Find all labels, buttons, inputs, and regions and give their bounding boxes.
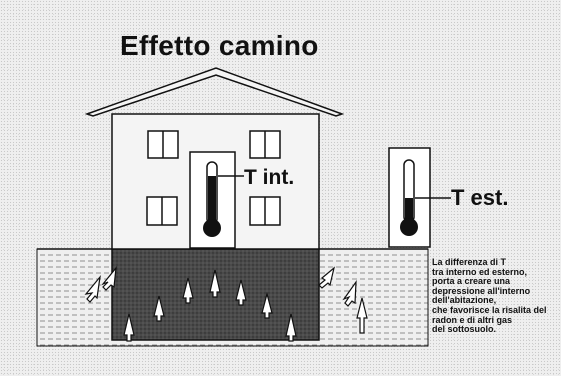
- thermometer-icon: [189, 151, 244, 249]
- arrow-up-icon: [318, 266, 335, 289]
- note-line: del sottosuolo.: [432, 324, 496, 335]
- arrow-up-icon: [84, 274, 101, 303]
- thermometer-icon: [388, 147, 451, 248]
- note-line: che favorisce la risalita del: [432, 304, 547, 315]
- arrow-up-icon: [153, 295, 165, 322]
- arrow-up-icon: [235, 279, 247, 306]
- arrow-up-icon: [356, 297, 368, 334]
- note-line: La differenza di T: [432, 257, 507, 267]
- note-line: radon e di altri gas: [432, 314, 513, 325]
- arrow-up-icon: [261, 291, 273, 319]
- note-line: depressione all'interno: [432, 285, 531, 296]
- diagram-title: Effetto camino: [120, 30, 319, 61]
- window: [249, 130, 281, 159]
- window: [147, 130, 179, 159]
- arrow-up-icon: [101, 266, 117, 291]
- explanation-note: La differenza di T tra interno ed estern…: [432, 257, 556, 335]
- outdoor-temperature-label: T est.: [451, 185, 509, 210]
- note-line: tra interno ed esterno,: [432, 266, 528, 277]
- window: [249, 196, 281, 226]
- arrow-up-icon: [285, 313, 297, 342]
- arrow-up-icon: [209, 269, 221, 298]
- house-roof: [84, 67, 345, 117]
- indoor-temperature-label: T int.: [244, 166, 295, 189]
- arrow-up-icon: [342, 279, 357, 307]
- note-line: dell'abitazione,: [432, 295, 497, 306]
- note-line: porta a creare una: [432, 276, 511, 287]
- arrow-up-icon: [182, 277, 194, 304]
- arrow-up-icon: [123, 313, 135, 342]
- window: [146, 196, 178, 226]
